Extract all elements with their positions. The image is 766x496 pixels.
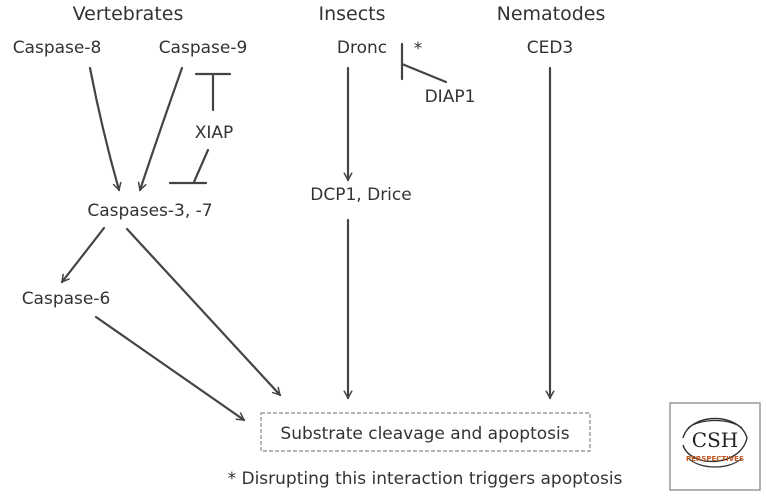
footnote: * Disrupting this interaction triggers a… xyxy=(228,469,623,489)
arrow-caspase6-to-substrate xyxy=(94,315,244,422)
node-diap1: DIAP1 xyxy=(425,87,476,107)
logo-dna-strand-b xyxy=(687,419,743,468)
inhibition-xiap-caspases37 xyxy=(168,148,210,185)
arrow-caspase8-to-caspases37 xyxy=(88,66,119,190)
node-ced3: CED3 xyxy=(527,38,574,58)
node-caspase-6: Caspase-6 xyxy=(22,289,111,309)
node-substrate-cleavage: Substrate cleavage and apoptosis xyxy=(280,424,569,444)
node-dcp1-drice: DCP1, Drice xyxy=(310,185,411,205)
header-insects: Insects xyxy=(318,3,385,25)
arrow-caspase9-to-caspases37 xyxy=(140,66,184,190)
inhibition-diap1-dronc xyxy=(400,42,448,84)
node-caspases-3-7: Caspases-3, -7 xyxy=(87,201,212,221)
inhibition-xiap-caspase9 xyxy=(194,72,232,112)
logo-dna-strand-a xyxy=(682,417,748,463)
header-nematodes: Nematodes xyxy=(497,3,606,25)
node-dronc: Dronc xyxy=(337,38,387,58)
logo-frame xyxy=(669,402,761,491)
node-xiap: XIAP xyxy=(195,123,234,143)
asterisk-mark: * xyxy=(414,39,423,59)
node-caspase-8: Caspase-8 xyxy=(13,38,102,58)
logo-text: CSH xyxy=(692,428,738,452)
node-caspase-9: Caspase-9 xyxy=(159,38,248,58)
arrow-caspases37-to-substrate xyxy=(125,227,282,395)
csh-logo: CSH PERSPECTIVES xyxy=(669,402,761,491)
header-vertebrates: Vertebrates xyxy=(73,3,184,25)
logo-subtext: PERSPECTIVES xyxy=(686,455,744,463)
substrate-box xyxy=(260,412,591,452)
arrow-caspases37-to-caspase6 xyxy=(60,226,106,282)
